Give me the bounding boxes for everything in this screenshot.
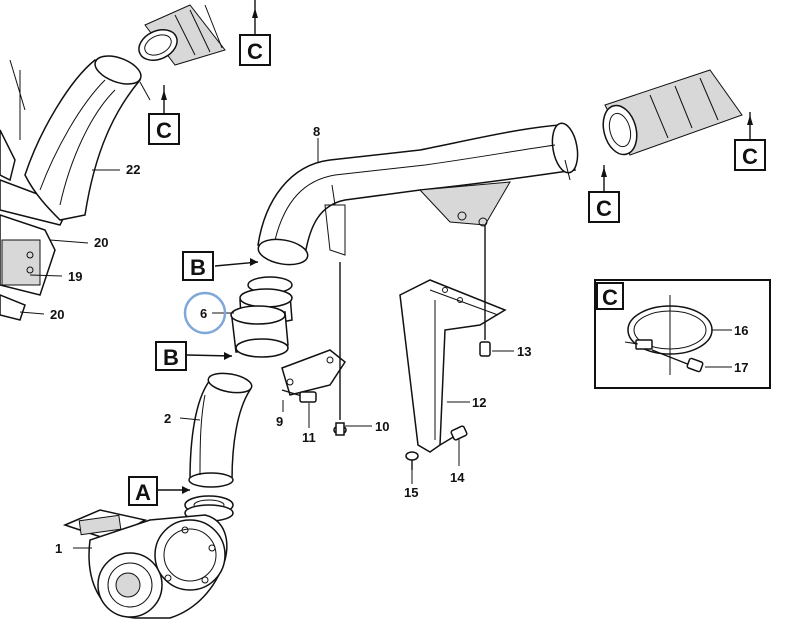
- leader-lines: [19, 138, 514, 549]
- inset-letter: C: [602, 285, 618, 310]
- washer-15: [405, 451, 419, 470]
- callout-13: 13: [517, 344, 531, 359]
- detail-box-c-mid-right: C: [588, 191, 620, 223]
- detail-box-a: A: [128, 476, 158, 506]
- hose-6: [230, 276, 293, 358]
- callout-15: 15: [404, 485, 418, 500]
- pipe-8: [257, 122, 579, 266]
- detail-box-c-top-right: C: [734, 139, 766, 171]
- callout-16: 16: [734, 323, 748, 338]
- bracket-12: [399, 279, 507, 453]
- detail-letter: A: [135, 480, 151, 505]
- callout-11: 11: [302, 430, 316, 445]
- callout-10: 10: [375, 419, 389, 434]
- callout-2: 2: [164, 411, 171, 426]
- bolt-14: [439, 425, 468, 446]
- callout-19: 19: [68, 269, 82, 284]
- callout-6: 6: [200, 306, 207, 321]
- callout-20-upper: 20: [94, 235, 108, 250]
- part-callouts: 22 20 19 20 8 6 2 1 9 11 10 12 13 14 15: [50, 124, 531, 556]
- callout-9: 9: [276, 414, 283, 429]
- callout-14: 14: [450, 470, 465, 485]
- inset-detail-c: C 16 17: [594, 279, 771, 389]
- callout-8: 8: [313, 124, 320, 139]
- detail-box-b-lower: B: [155, 341, 187, 371]
- bolt-10: [333, 262, 347, 436]
- ring-a: [184, 495, 234, 522]
- bracket-9: [281, 349, 347, 396]
- callout-20-lower: 20: [50, 307, 64, 322]
- hose-c-top-right: [602, 69, 743, 156]
- bolt-11: [281, 389, 317, 403]
- detail-letter: C: [247, 39, 263, 64]
- detail-letter: C: [596, 196, 612, 221]
- detail-box-b-upper: B: [182, 251, 214, 281]
- detail-letter: C: [156, 118, 172, 143]
- marker-pointers: [157, 0, 753, 494]
- detail-letter: B: [163, 345, 179, 370]
- pipe-22: [24, 55, 151, 221]
- callout-12: 12: [472, 395, 486, 410]
- bolt-13: [479, 225, 491, 357]
- pipe-2: [188, 372, 253, 488]
- left-edge-assembly: [0, 59, 72, 321]
- turbocharger-1: [62, 509, 228, 619]
- callout-1: 1: [55, 541, 62, 556]
- detail-letter: B: [190, 255, 206, 280]
- detail-letter: C: [742, 144, 758, 169]
- highlight-circle-6: [183, 291, 227, 335]
- detail-box-c-top-left: C: [239, 34, 271, 66]
- hose-c-top-left: [138, 4, 226, 66]
- detail-box-c-mid-left: C: [148, 113, 180, 145]
- callout-17: 17: [734, 360, 748, 375]
- callout-22: 22: [126, 162, 140, 177]
